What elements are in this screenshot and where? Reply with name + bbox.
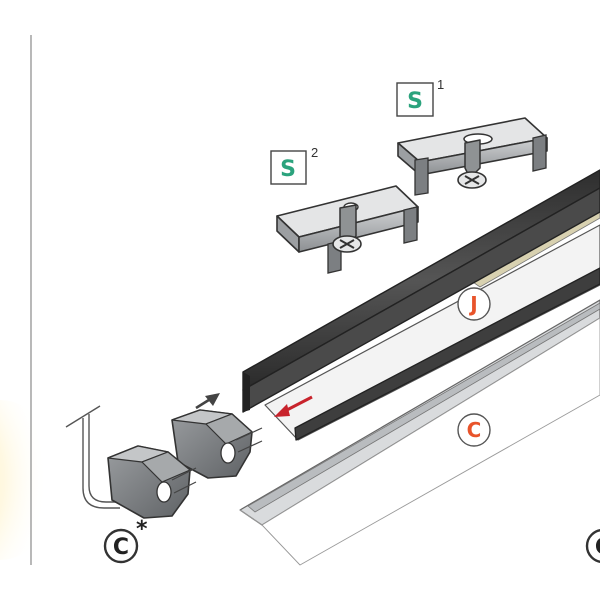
- cable-icon: [65, 405, 120, 509]
- end-cap-icon: [107, 445, 197, 519]
- edge-letter: C: [595, 535, 600, 560]
- clip-2-letter: S: [280, 157, 296, 182]
- end-cap-letter: C: [113, 535, 129, 560]
- end-cap-mark: *: [136, 517, 148, 542]
- arrow-icon: [195, 393, 220, 410]
- clip-1-letter: S: [407, 89, 423, 114]
- clip-2-label: S 2: [270, 145, 318, 185]
- clip-1-superscript: 1: [437, 77, 444, 92]
- cover-letter: C: [467, 418, 482, 442]
- clip-2-superscript: 2: [311, 145, 318, 160]
- clip-1-label: S 1: [396, 77, 444, 117]
- screw-icon: [332, 204, 362, 253]
- profile-icon: [242, 169, 600, 441]
- screw-icon: [457, 139, 487, 189]
- light-glow: [0, 400, 60, 560]
- end-cap-label: C *: [103, 517, 148, 564]
- profile-icon: [239, 299, 600, 566]
- diffuser-letter: J: [468, 292, 477, 316]
- edge-label: C: [585, 529, 600, 563]
- arrow-icon: [274, 395, 313, 417]
- cover-label: C: [457, 413, 491, 447]
- diffuser-label: J: [457, 287, 491, 321]
